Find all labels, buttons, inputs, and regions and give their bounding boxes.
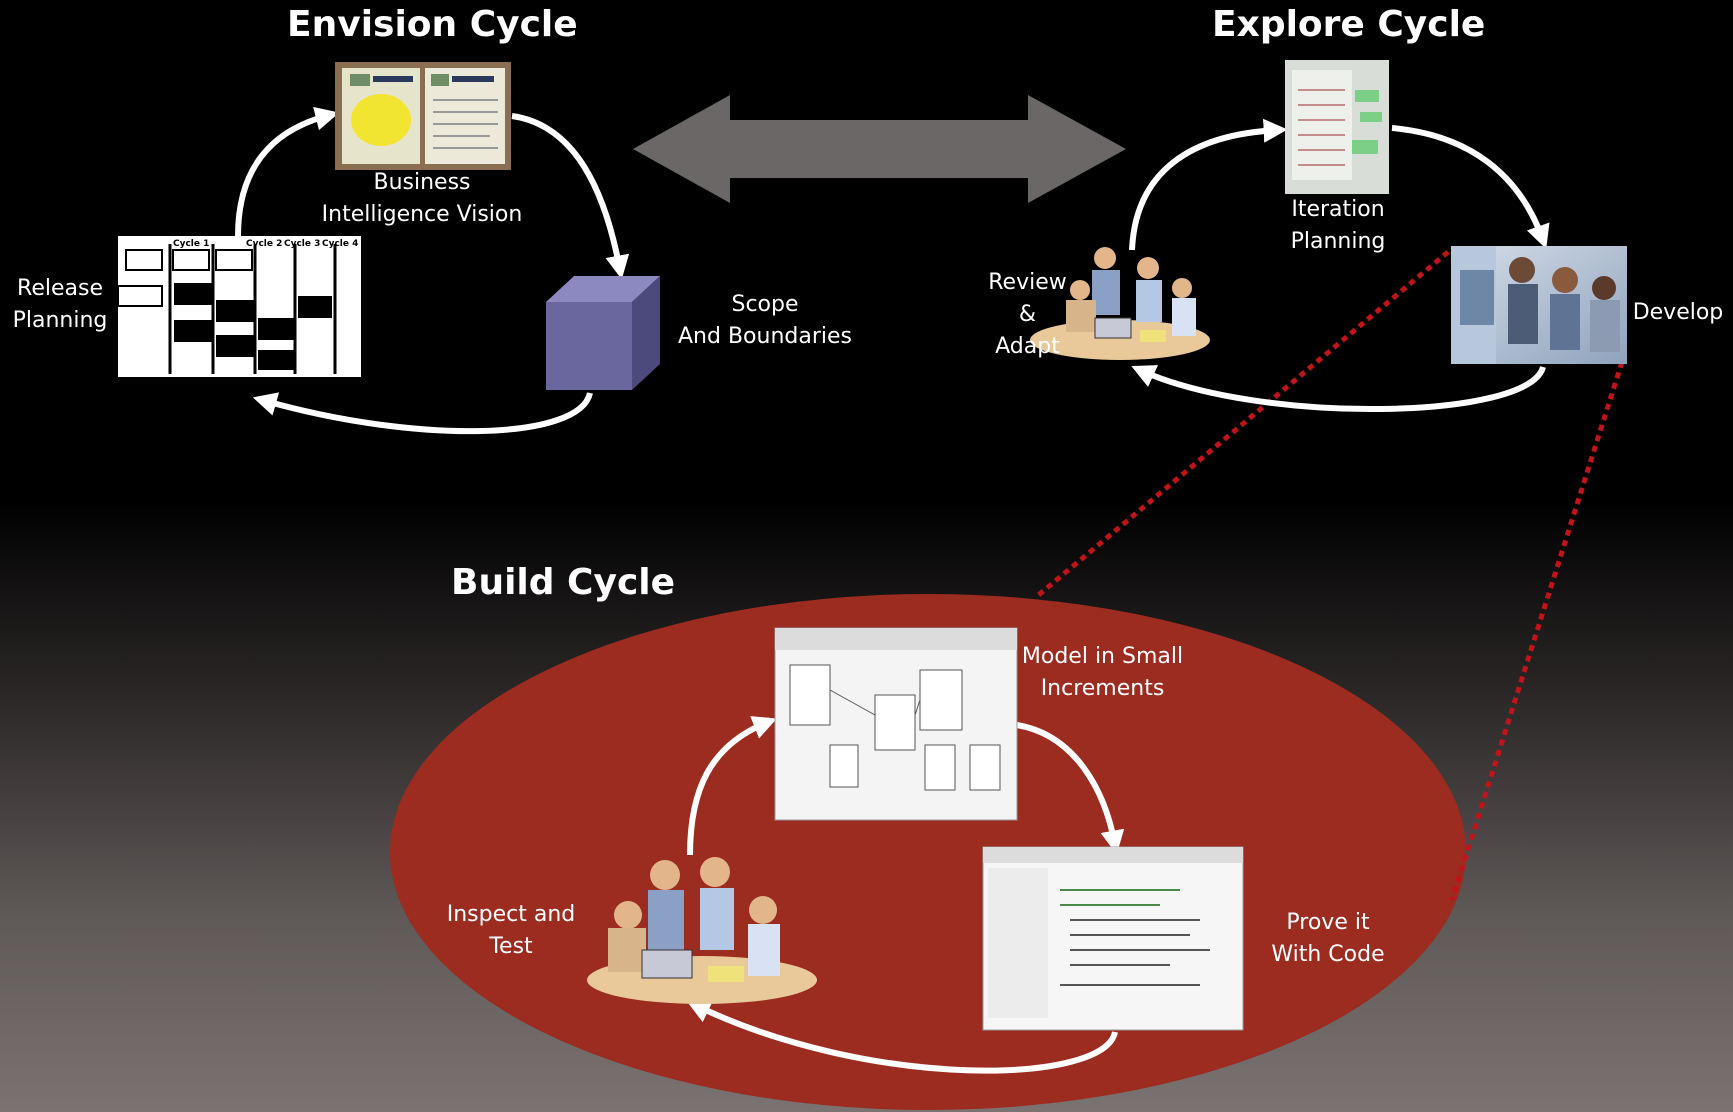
bidirectional-arrow (633, 95, 1126, 203)
bi-vision-documents-image (335, 62, 511, 170)
explore-arrow-down (1391, 125, 1550, 250)
explore-cycle-title: Explore Cycle (1212, 4, 1486, 45)
release-label-line-1: Release (17, 276, 103, 301)
bi-vision-label-line-2: Intelligence Vision (321, 202, 523, 227)
prove-label-line-2: With Code (1271, 942, 1385, 967)
explore-arrow-up (1129, 118, 1288, 251)
iteration-planning-label: Iteration Planning (1258, 194, 1418, 258)
release-planning-chart: Cycle 1 Cycle 2 Cycle 3 Cycle 4 (117, 236, 361, 377)
model-label-line-1: Model in Small (1021, 644, 1184, 669)
dotted-link-right (1449, 361, 1625, 901)
scope-label-line-1: Scope (731, 292, 799, 317)
build-arrow-down (1016, 722, 1125, 855)
data-model-screenshot (774, 627, 1018, 821)
release-planning-label: Release Planning (0, 273, 120, 337)
develop-team-photo (1451, 246, 1627, 364)
develop-label: Develop (1632, 300, 1724, 325)
code-editor-screenshot (982, 846, 1244, 1031)
meeting-people-clipart-large (587, 857, 817, 1004)
model-increments-label: Model in Small Increments (1010, 641, 1195, 705)
scope-label-line-2: And Boundaries (678, 324, 852, 349)
envision-arrow-down (511, 113, 630, 280)
iteration-planning-board-image (1285, 60, 1389, 194)
prove-label-line-1: Prove it (1286, 910, 1370, 935)
build-cycle-title: Build Cycle (451, 562, 676, 603)
release-chart-header-1: Cycle 1 (173, 239, 209, 249)
review-label-line-3: Adapt (995, 334, 1060, 359)
scope-cube-icon (546, 276, 660, 390)
prove-with-code-label: Prove it With Code (1258, 907, 1398, 971)
release-chart-header-2: Cycle 2 (246, 239, 282, 249)
build-arrow-bottom (686, 1000, 1118, 1074)
explore-arrow-bottom (1131, 365, 1546, 412)
envision-cycle-title: Envision Cycle (287, 4, 578, 45)
iteration-label-line-1: Iteration (1291, 197, 1385, 222)
build-arrow-up (687, 716, 777, 856)
inspect-label-line-1: Inspect and (446, 902, 576, 927)
iteration-label-line-2: Planning (1290, 229, 1386, 254)
review-label-line-2: & (1018, 302, 1037, 327)
review-label-line-1: Review (988, 270, 1067, 295)
release-label-line-2: Planning (12, 308, 108, 333)
inspect-test-label: Inspect and Test (441, 899, 581, 963)
release-chart-header-4: Cycle 4 (322, 239, 358, 249)
release-chart-header-3: Cycle 3 (284, 239, 320, 249)
bi-vision-label-line-1: Business (373, 170, 471, 195)
meeting-people-clipart (1030, 247, 1210, 360)
model-label-line-2: Increments (1040, 676, 1165, 701)
envision-arrow-up (235, 106, 340, 237)
bi-vision-label: Business Intelligence Vision (302, 167, 542, 231)
scope-label: Scope And Boundaries (655, 289, 875, 353)
inspect-label-line-2: Test (489, 934, 533, 959)
dotted-link-left (1033, 250, 1450, 600)
envision-arrow-bottom (252, 392, 593, 435)
review-adapt-label: Review & Adapt (970, 267, 1085, 363)
